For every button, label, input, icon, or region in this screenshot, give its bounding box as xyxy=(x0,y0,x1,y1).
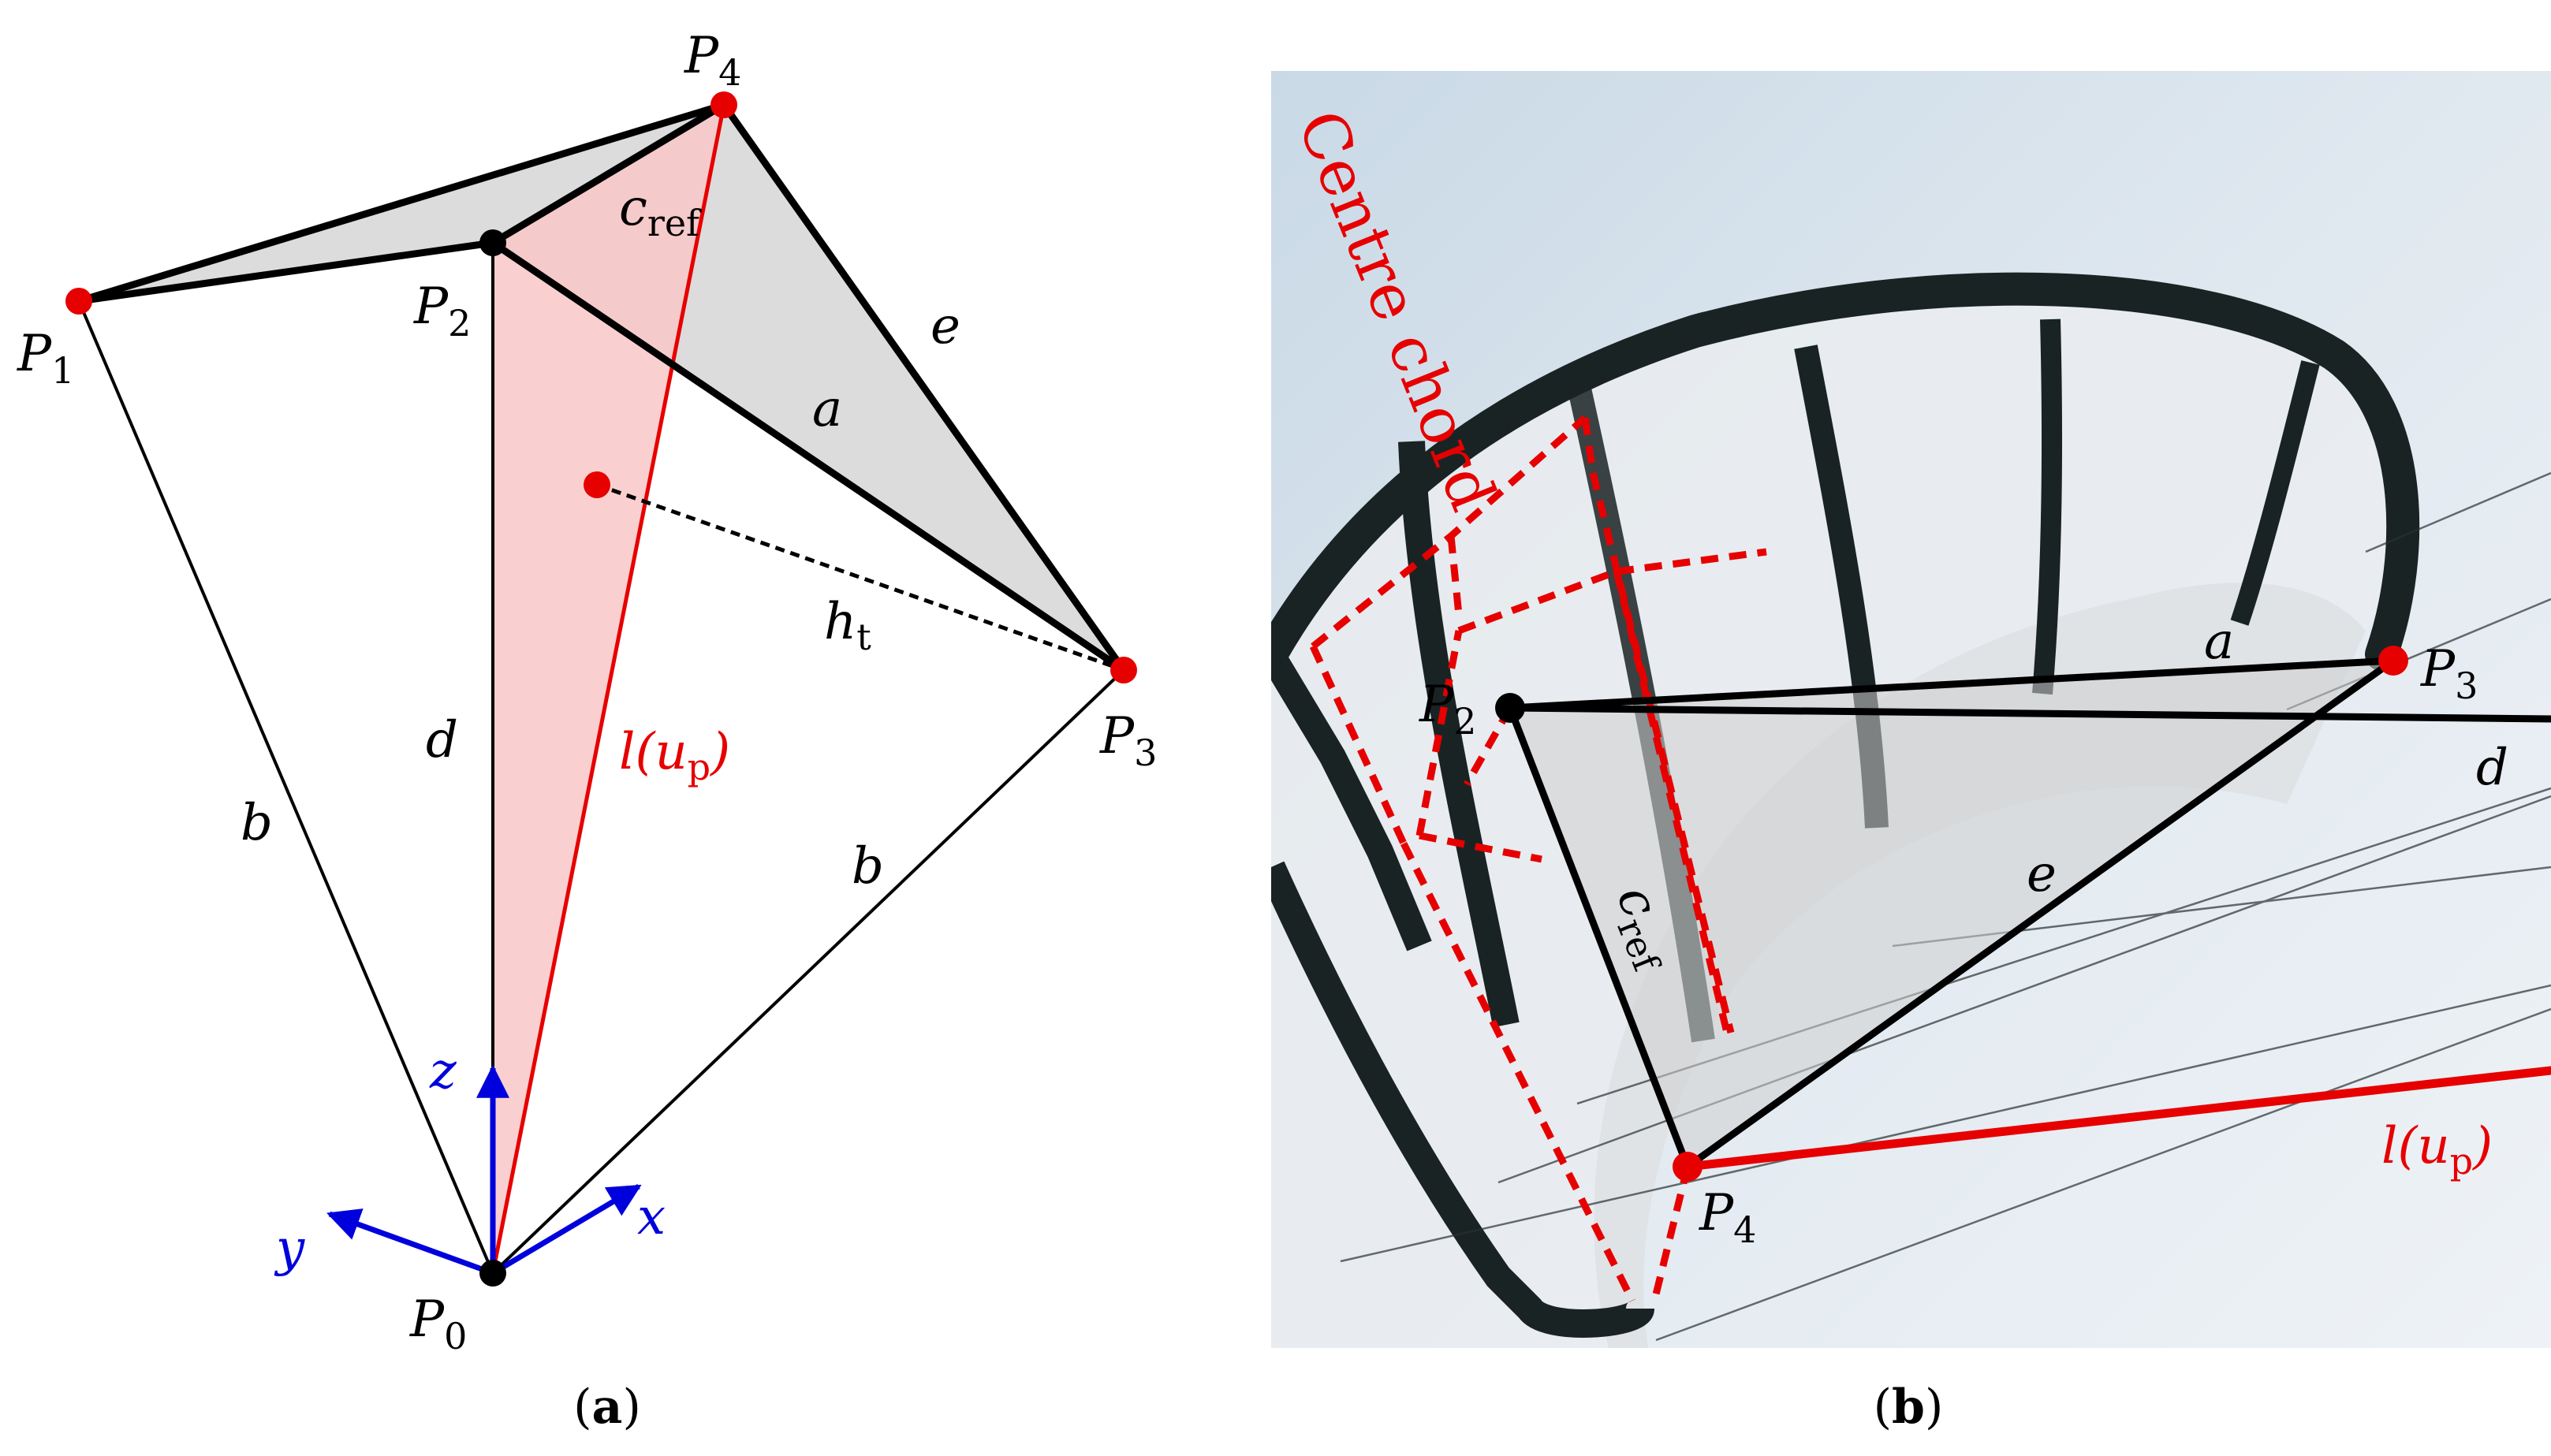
edge-b-a xyxy=(1506,657,2397,712)
centroid-marker xyxy=(584,471,610,498)
point-p1-marker xyxy=(65,288,92,315)
edge-b-d xyxy=(1506,704,2551,723)
leading-edge-left-upper xyxy=(1271,647,1432,951)
b-point-p3-marker xyxy=(2378,646,2408,676)
point-p2-marker xyxy=(479,229,506,256)
kite-canopy-fabric xyxy=(1271,276,2397,1348)
point-p4-marker xyxy=(710,91,737,118)
panel-a: P1 P2 P4 P3 P0 cref e a ht d l(up) b b z… xyxy=(17,27,1157,1435)
b-label-a: a xyxy=(2204,613,2234,671)
label-e: e xyxy=(931,297,960,356)
caption-b: (b) xyxy=(1874,1380,1944,1435)
height-h-t-dashed xyxy=(596,482,1124,672)
edge-b-right xyxy=(491,668,1125,1275)
label-axis-x: x xyxy=(637,1188,666,1246)
edge-c-ref xyxy=(489,101,728,247)
grey-triangle-overlay xyxy=(1510,661,2393,1167)
label-a: a xyxy=(812,380,842,438)
label-b-right: b xyxy=(852,837,884,896)
label-p3: P3 xyxy=(1099,707,1157,774)
caption-a: (a) xyxy=(573,1380,641,1435)
b-label-p3: P3 xyxy=(2420,640,2478,707)
label-b-left: b xyxy=(241,794,273,852)
axis-y-arrow xyxy=(326,1208,494,1276)
strut-5 xyxy=(2230,360,2320,626)
label-c-ref: cref xyxy=(619,179,702,244)
label-axis-z: z xyxy=(429,1042,457,1100)
label-axis-y: y xyxy=(274,1220,305,1278)
b-label-e: e xyxy=(2027,845,2057,903)
point-p0-marker xyxy=(479,1260,506,1287)
edge-p1-p2 xyxy=(75,239,497,305)
leading-edge-tube xyxy=(1271,272,2420,671)
label-d: d xyxy=(426,711,458,769)
point-p3-marker xyxy=(1110,657,1137,683)
b-point-p2-marker xyxy=(1495,693,1525,723)
strut-1 xyxy=(1398,441,1520,1028)
b-label-p4: P4 xyxy=(1699,1184,1756,1251)
strut-4 xyxy=(2032,318,2062,695)
b-point-p4-marker xyxy=(1673,1152,1703,1182)
label-p0: P0 xyxy=(409,1290,467,1357)
label-p1: P1 xyxy=(17,325,74,392)
label-l-up: l(up) xyxy=(619,723,730,788)
edge-l-up xyxy=(490,104,726,1274)
edge-a xyxy=(489,239,1128,674)
b-label-p2: P2 xyxy=(1419,676,1476,743)
label-p4: P4 xyxy=(684,27,741,94)
edge-b-l-up xyxy=(1683,1066,2551,1171)
edge-b-left xyxy=(77,300,494,1274)
axis-x-arrow xyxy=(491,1183,642,1276)
centre-chord-dashed-lines xyxy=(1309,415,1767,1303)
label-p2: P2 xyxy=(413,277,471,344)
edge-p1-p4 xyxy=(75,101,728,305)
b-label-d: d xyxy=(2476,739,2508,797)
label-h-t: ht xyxy=(824,593,871,658)
leading-edge-lower xyxy=(1271,861,1654,1338)
panel-b: Centre chord P2 P3 P4 a d e cref l(up) (… xyxy=(1271,71,2551,1435)
edge-e xyxy=(720,101,1128,674)
edge-b-c-ref xyxy=(1506,704,1691,1171)
edge-b-e xyxy=(1684,657,2397,1171)
b-label-l-up: l(up) xyxy=(2381,1117,2493,1182)
